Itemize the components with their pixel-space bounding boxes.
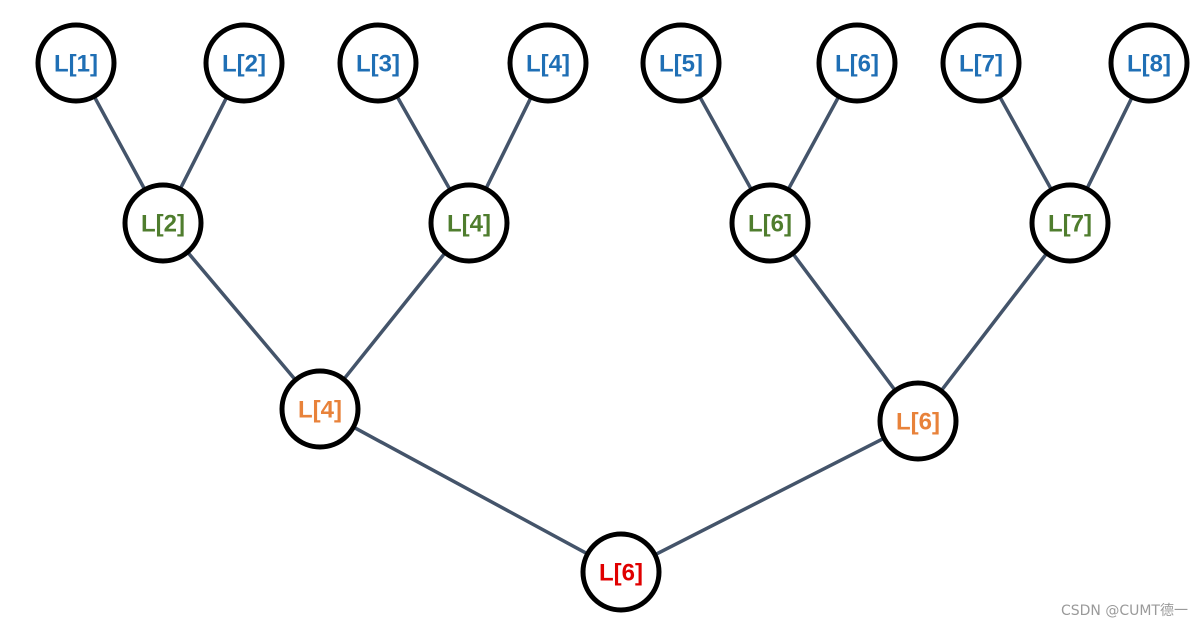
- node-circle-mid1: [122, 182, 204, 264]
- node-semi1: L[4]: [279, 368, 361, 450]
- node-circle-leaf3: [337, 22, 419, 104]
- edge-leaf1-mid1: [92, 94, 147, 192]
- node-circle-leaf5: [640, 22, 722, 104]
- node-label-leaf1: L[1]: [54, 51, 98, 78]
- node-leaf3: L[3]: [337, 22, 419, 104]
- node-label-leaf6: L[6]: [835, 51, 879, 78]
- node-circle-mid4: [1029, 182, 1111, 264]
- node-circle-mid3: [729, 182, 811, 264]
- node-circle-mid2: [428, 182, 510, 264]
- node-mid4: L[7]: [1029, 182, 1111, 264]
- edge-leaf3-mid2: [395, 94, 452, 192]
- node-leaf4: L[4]: [507, 22, 589, 104]
- edge-leaf2-mid1: [178, 95, 229, 191]
- node-label-mid4: L[7]: [1048, 211, 1092, 238]
- edge-semi2-root: [653, 436, 886, 557]
- node-label-leaf7: L[7]: [959, 51, 1003, 78]
- node-label-mid1: L[2]: [141, 211, 185, 238]
- edge-mid2-semi1: [342, 250, 447, 382]
- node-leaf2: L[2]: [203, 22, 285, 104]
- edge-mid1-semi1: [185, 250, 298, 382]
- edge-mid3-semi2: [791, 251, 897, 393]
- edge-leaf5-mid3: [697, 94, 754, 192]
- node-circle-leaf8: [1108, 22, 1190, 104]
- node-leaf6: L[6]: [816, 22, 898, 104]
- node-label-leaf2: L[2]: [222, 51, 266, 78]
- edge-semi1-root: [351, 425, 590, 556]
- node-circle-leaf6: [816, 22, 898, 104]
- node-circle-leaf1: [35, 22, 117, 104]
- node-label-mid2: L[4]: [447, 211, 491, 238]
- node-mid3: L[6]: [729, 182, 811, 264]
- node-leaf5: L[5]: [640, 22, 722, 104]
- node-leaf7: L[7]: [940, 22, 1022, 104]
- node-label-leaf8: L[8]: [1127, 51, 1171, 78]
- node-circle-root: [580, 531, 662, 613]
- node-circle-leaf2: [203, 22, 285, 104]
- node-label-root: L[6]: [599, 560, 643, 587]
- nodes-layer: L[1] L[2] L[3] L[4] L[5] L[6] L[7] L[8] L[2] L[4]…: [35, 22, 1190, 613]
- edge-leaf7-mid4: [997, 94, 1054, 192]
- node-leaf1: L[1]: [35, 22, 117, 104]
- node-root: L[6]: [580, 531, 662, 613]
- node-label-leaf3: L[3]: [356, 51, 400, 78]
- node-circle-semi1: [279, 368, 361, 450]
- node-semi2: L[6]: [877, 380, 959, 462]
- watermark-text: CSDN @CUMT德一: [1060, 603, 1188, 619]
- node-mid1: L[2]: [122, 182, 204, 264]
- edge-leaf8-mid4: [1085, 95, 1134, 191]
- edge-leaf6-mid3: [786, 94, 841, 192]
- node-label-mid3: L[6]: [748, 211, 792, 238]
- edges-layer: [92, 94, 1134, 557]
- edge-leaf4-mid2: [484, 95, 533, 191]
- node-circle-semi2: [877, 380, 959, 462]
- node-label-semi2: L[6]: [896, 409, 940, 436]
- node-label-leaf5: L[5]: [659, 51, 703, 78]
- node-circle-leaf7: [940, 22, 1022, 104]
- edge-mid4-semi2: [939, 251, 1049, 393]
- node-mid2: L[4]: [428, 182, 510, 264]
- node-label-leaf4: L[4]: [526, 51, 570, 78]
- node-leaf8: L[8]: [1108, 22, 1190, 104]
- node-label-semi1: L[4]: [298, 397, 342, 424]
- node-circle-leaf4: [507, 22, 589, 104]
